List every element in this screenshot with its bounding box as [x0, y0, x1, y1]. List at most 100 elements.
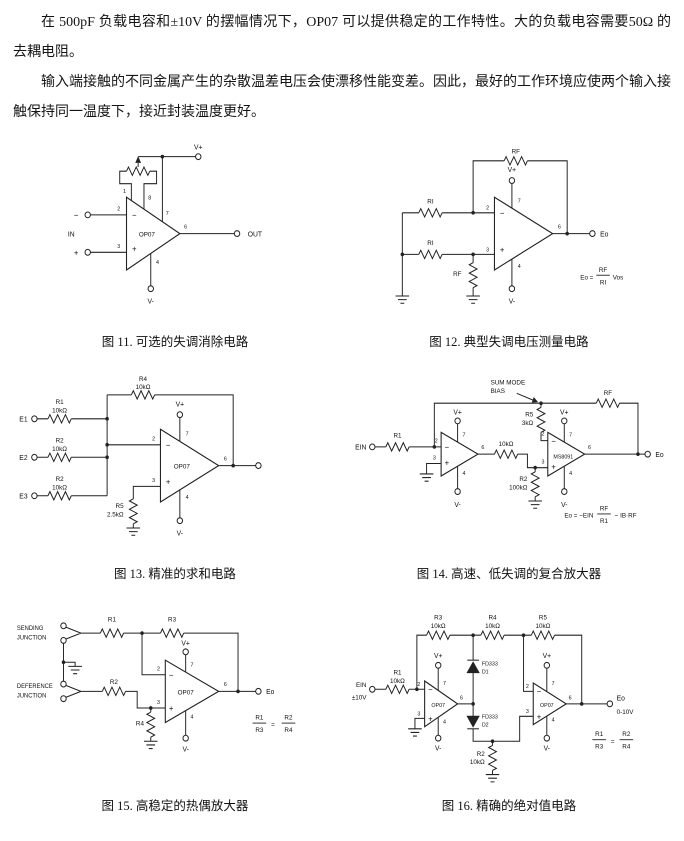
pin7-label: 7: [443, 681, 446, 687]
output-terminal-icon: [255, 687, 262, 695]
input-plus-sign: +: [74, 248, 79, 257]
figure-16-caption: 图 16. 精确的绝对值电路: [441, 799, 577, 813]
d2-label: D2: [482, 723, 489, 729]
figure-13: E1 E2 E3 R1 10kΩ R2 10kΩ R2 10kΩ R4 10kΩ…: [15, 372, 335, 582]
sum-mode-label-1: SUM MODE: [491, 379, 526, 386]
rf-ground-label: RF: [453, 271, 461, 278]
deference-junction-label-2: JUNCTION: [17, 693, 46, 699]
output-terminal-icon: [606, 700, 614, 708]
wires: [401, 160, 590, 296]
resistor-rf: [595, 398, 621, 408]
pin7-label: 7: [552, 681, 555, 687]
opamp-symbol: [493, 196, 554, 271]
equation-numerator: RF: [600, 505, 608, 512]
r1-label: R1: [393, 670, 401, 677]
r5-value: 3kΩ: [522, 420, 533, 427]
pin6-label: 6: [558, 224, 561, 230]
gain-equation: Eo = −EIN RF R1 − IB·RF: [564, 505, 636, 525]
r4-label: R4: [136, 721, 144, 728]
equation-d1: R3: [595, 743, 603, 750]
wires: [90, 156, 235, 286]
resistor-10k: [493, 449, 519, 459]
r1-label: R1: [56, 399, 64, 406]
fig12-schematic: RI RI RF RF V+ 7 V- 4 2 3 − + 6 Eo Eo = …: [395, 148, 624, 305]
sending-junction-terminal-icon: [60, 622, 67, 630]
resistor-rf-feedback: [503, 156, 528, 166]
diode-d2-icon: [466, 715, 480, 730]
output-terminal-icon: [589, 230, 596, 238]
gain-equation: Eo = RF RI Vos: [580, 267, 624, 287]
pin6-label: 6: [224, 456, 227, 462]
r2-value: 10kΩ: [52, 446, 67, 453]
opamp2-plus-sign: +: [537, 712, 542, 721]
equation-denominator: R1: [600, 518, 608, 525]
pin1-label: 1: [123, 189, 126, 195]
pin3-label: 3: [433, 455, 436, 461]
pin3-label: 3: [157, 700, 160, 706]
resistor-r2: [47, 452, 72, 462]
equation-n1: R1: [595, 731, 603, 738]
pin2-label: 2: [157, 666, 160, 672]
vplus-label: V+: [181, 640, 189, 647]
opamp1-plus-sign: +: [445, 458, 450, 467]
junction-dot: [160, 154, 165, 159]
e2-terminal-icon: [31, 453, 38, 461]
e3-label: E3: [19, 493, 27, 500]
r4-label: R4: [139, 376, 147, 383]
vminus-label: V-: [544, 745, 551, 752]
opamp-symbol: [125, 196, 181, 272]
r1-value: 10kΩ: [390, 678, 405, 685]
vplus-terminal-icon: [543, 661, 551, 669]
vminus-terminal-icon: [561, 488, 568, 496]
opamp1-minus-sign: −: [445, 443, 450, 452]
opamp-minus-sign: −: [166, 441, 171, 450]
ground-icon: [407, 728, 423, 737]
figure-14-caption: 图 14. 高速、低失调的复合放大器: [416, 567, 602, 581]
pin6-label: 6: [460, 696, 463, 702]
junction-dots: [105, 416, 235, 468]
junction-dots: [415, 633, 584, 744]
equation-denominator: RI: [600, 279, 606, 286]
equation-numerator: RF: [599, 267, 607, 274]
out-label: OUT: [248, 232, 263, 239]
input-minus-terminal-icon: [84, 211, 91, 219]
eo-label: Eo: [617, 696, 625, 703]
r1-label: R1: [108, 617, 116, 624]
e1-label: E1: [19, 416, 27, 423]
ground-icon: [485, 774, 500, 783]
vminus-label: V-: [435, 745, 442, 752]
r2b-label: R2: [56, 476, 64, 483]
pin2-label: 2: [435, 439, 438, 445]
sum-mode-arrow-line: [516, 392, 535, 402]
r10k-value: 10kΩ: [499, 441, 514, 448]
d1-label: D1: [482, 670, 489, 676]
vminus-terminal-icon: [543, 734, 551, 742]
ground-icon: [125, 527, 141, 536]
body-paragraph-1: 在 500pF 负载电容和±10V 的摆幅情况下，OP07 可以提供稳定的工作特…: [13, 15, 671, 60]
opamp2-symbol: [547, 431, 586, 477]
pin4-label: 4: [156, 260, 159, 266]
figure-12-caption: 图 12. 典型失调电压测量电路: [429, 335, 589, 349]
d2-part-label: FD333: [482, 714, 498, 720]
pin2-label: 2: [526, 684, 529, 690]
vminus-terminal-icon: [182, 734, 189, 742]
diode-d1-icon: [466, 659, 480, 674]
rf-label: RF: [604, 390, 612, 397]
resistor-r3: [426, 630, 451, 640]
figure-13-caption: 图 13. 精准的求和电路: [114, 567, 236, 581]
opamp1-plus-sign: +: [428, 714, 433, 723]
vplus-label: V+: [508, 167, 516, 174]
vplus-terminal-icon: [434, 661, 442, 669]
sending-junction-label-1: SENDING: [17, 626, 44, 632]
resistor-r4: [146, 711, 156, 738]
ri-top-label: RI: [427, 198, 433, 205]
r2-label: R2: [519, 476, 527, 483]
rf-feedback-label: RF: [512, 148, 520, 155]
deference-junction-label-1: DEFERENCE: [17, 684, 53, 690]
r2-label: R2: [110, 679, 118, 686]
pin6-label: 6: [481, 445, 484, 451]
ground-icon: [395, 295, 410, 304]
opamp-symbol: [164, 659, 220, 724]
equation-n2: R2: [284, 714, 292, 721]
pin3-label: 3: [152, 478, 155, 484]
